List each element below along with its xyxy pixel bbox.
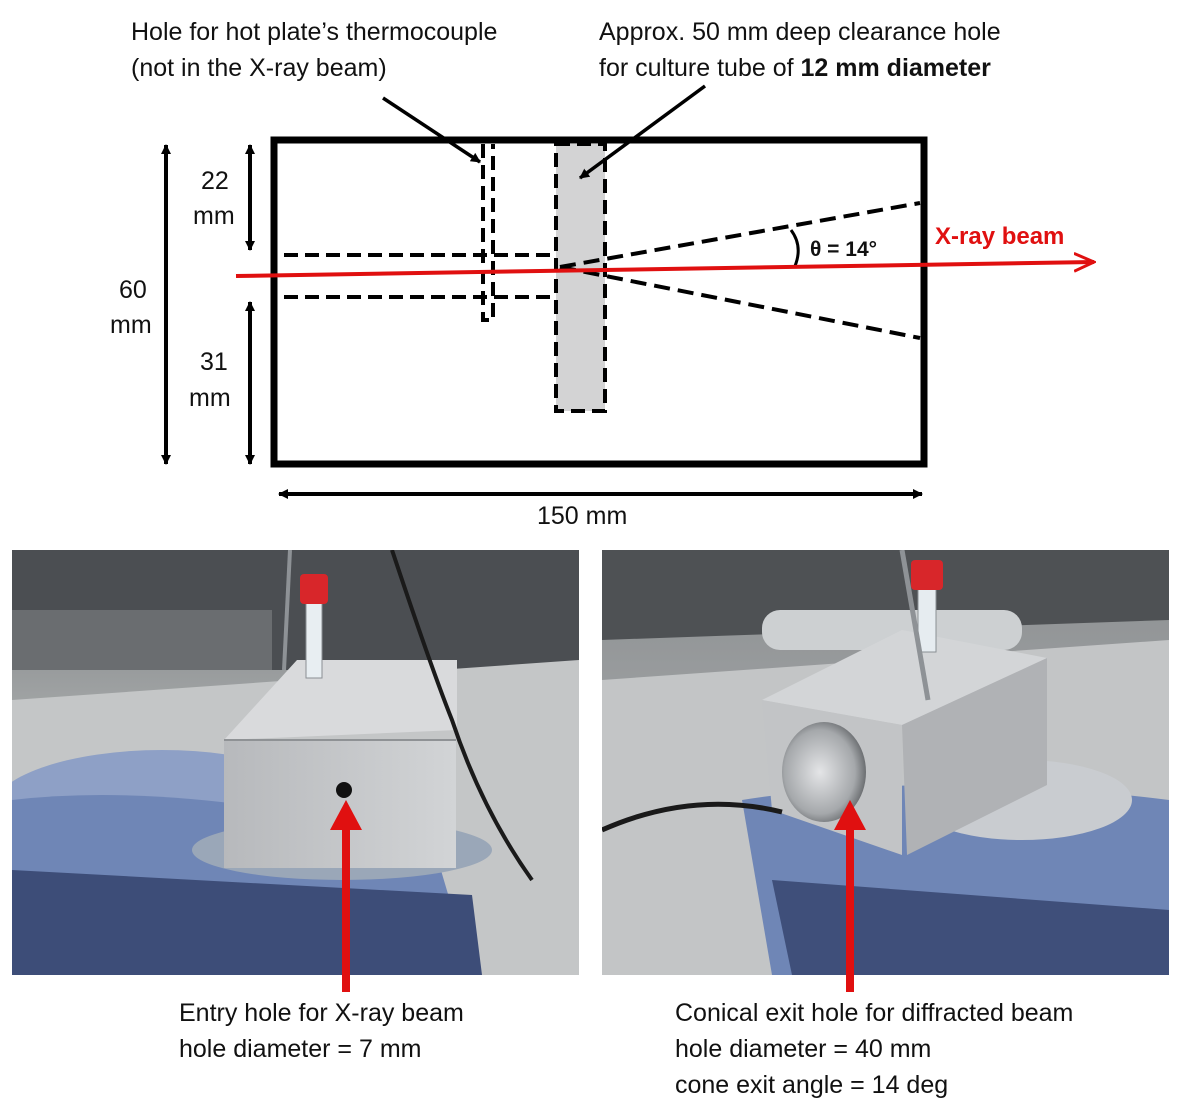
thermocouple-callout-line2: (not in the X-ray beam) [131,54,387,82]
tube-pointer-arrow [578,84,707,180]
dim-height-value: 60 [119,276,147,304]
thermocouple-hole [481,144,495,322]
angle-label: θ = 14° [810,238,878,261]
exit-caption-line2: hole diameter = 40 mm [675,1035,932,1063]
tube-diameter-bold: 12 mm diameter [800,54,991,82]
dim-width-label: 150 mm [537,502,628,530]
block-schematic [161,84,1189,499]
photo-pointer-arrows [330,800,866,992]
dim-bottom-value: 31 [200,348,228,376]
entry-caption-line2: hole diameter = 7 mm [179,1035,422,1063]
dim-top-value: 22 [201,167,229,195]
exit-caption-line1: Conical exit hole for diffracted beam [675,999,1074,1027]
entry-side-photo [12,550,579,975]
exit-cone-bottom [559,265,921,340]
tube-callout-line2: for culture tube of 12 mm diameter [599,50,991,86]
exit-cone-top [559,201,921,269]
tube-hole [554,142,607,413]
tube-callout-line2-text: for culture tube of [599,54,801,82]
xray-beam-arrow [235,262,1094,278]
exit-side-photo [602,550,1169,975]
entry-caption-line1: Entry hole for X-ray beam [179,999,464,1027]
exit-caption-line3: cone exit angle = 14 deg [675,1071,949,1099]
dim-bottom-unit: mm [189,384,231,412]
thermocouple-pointer-arrow [382,96,481,164]
entry-hole-pointer-head [330,800,362,830]
block-outline [270,136,928,468]
angle-arc [789,229,800,267]
dim-top-unit: mm [193,202,235,230]
entry-photo-illustration [12,550,579,975]
exit-hole-pointer-head [834,800,866,830]
tube-callout-line1: Approx. 50 mm deep clearance hole [599,18,1001,46]
dim-height-unit: mm [110,311,152,339]
xray-beam-label: X-ray beam [935,223,1065,250]
exit-photo-illustration [602,550,1169,975]
thermocouple-callout-line1: Hole for hot plate’s thermocouple [131,18,498,46]
